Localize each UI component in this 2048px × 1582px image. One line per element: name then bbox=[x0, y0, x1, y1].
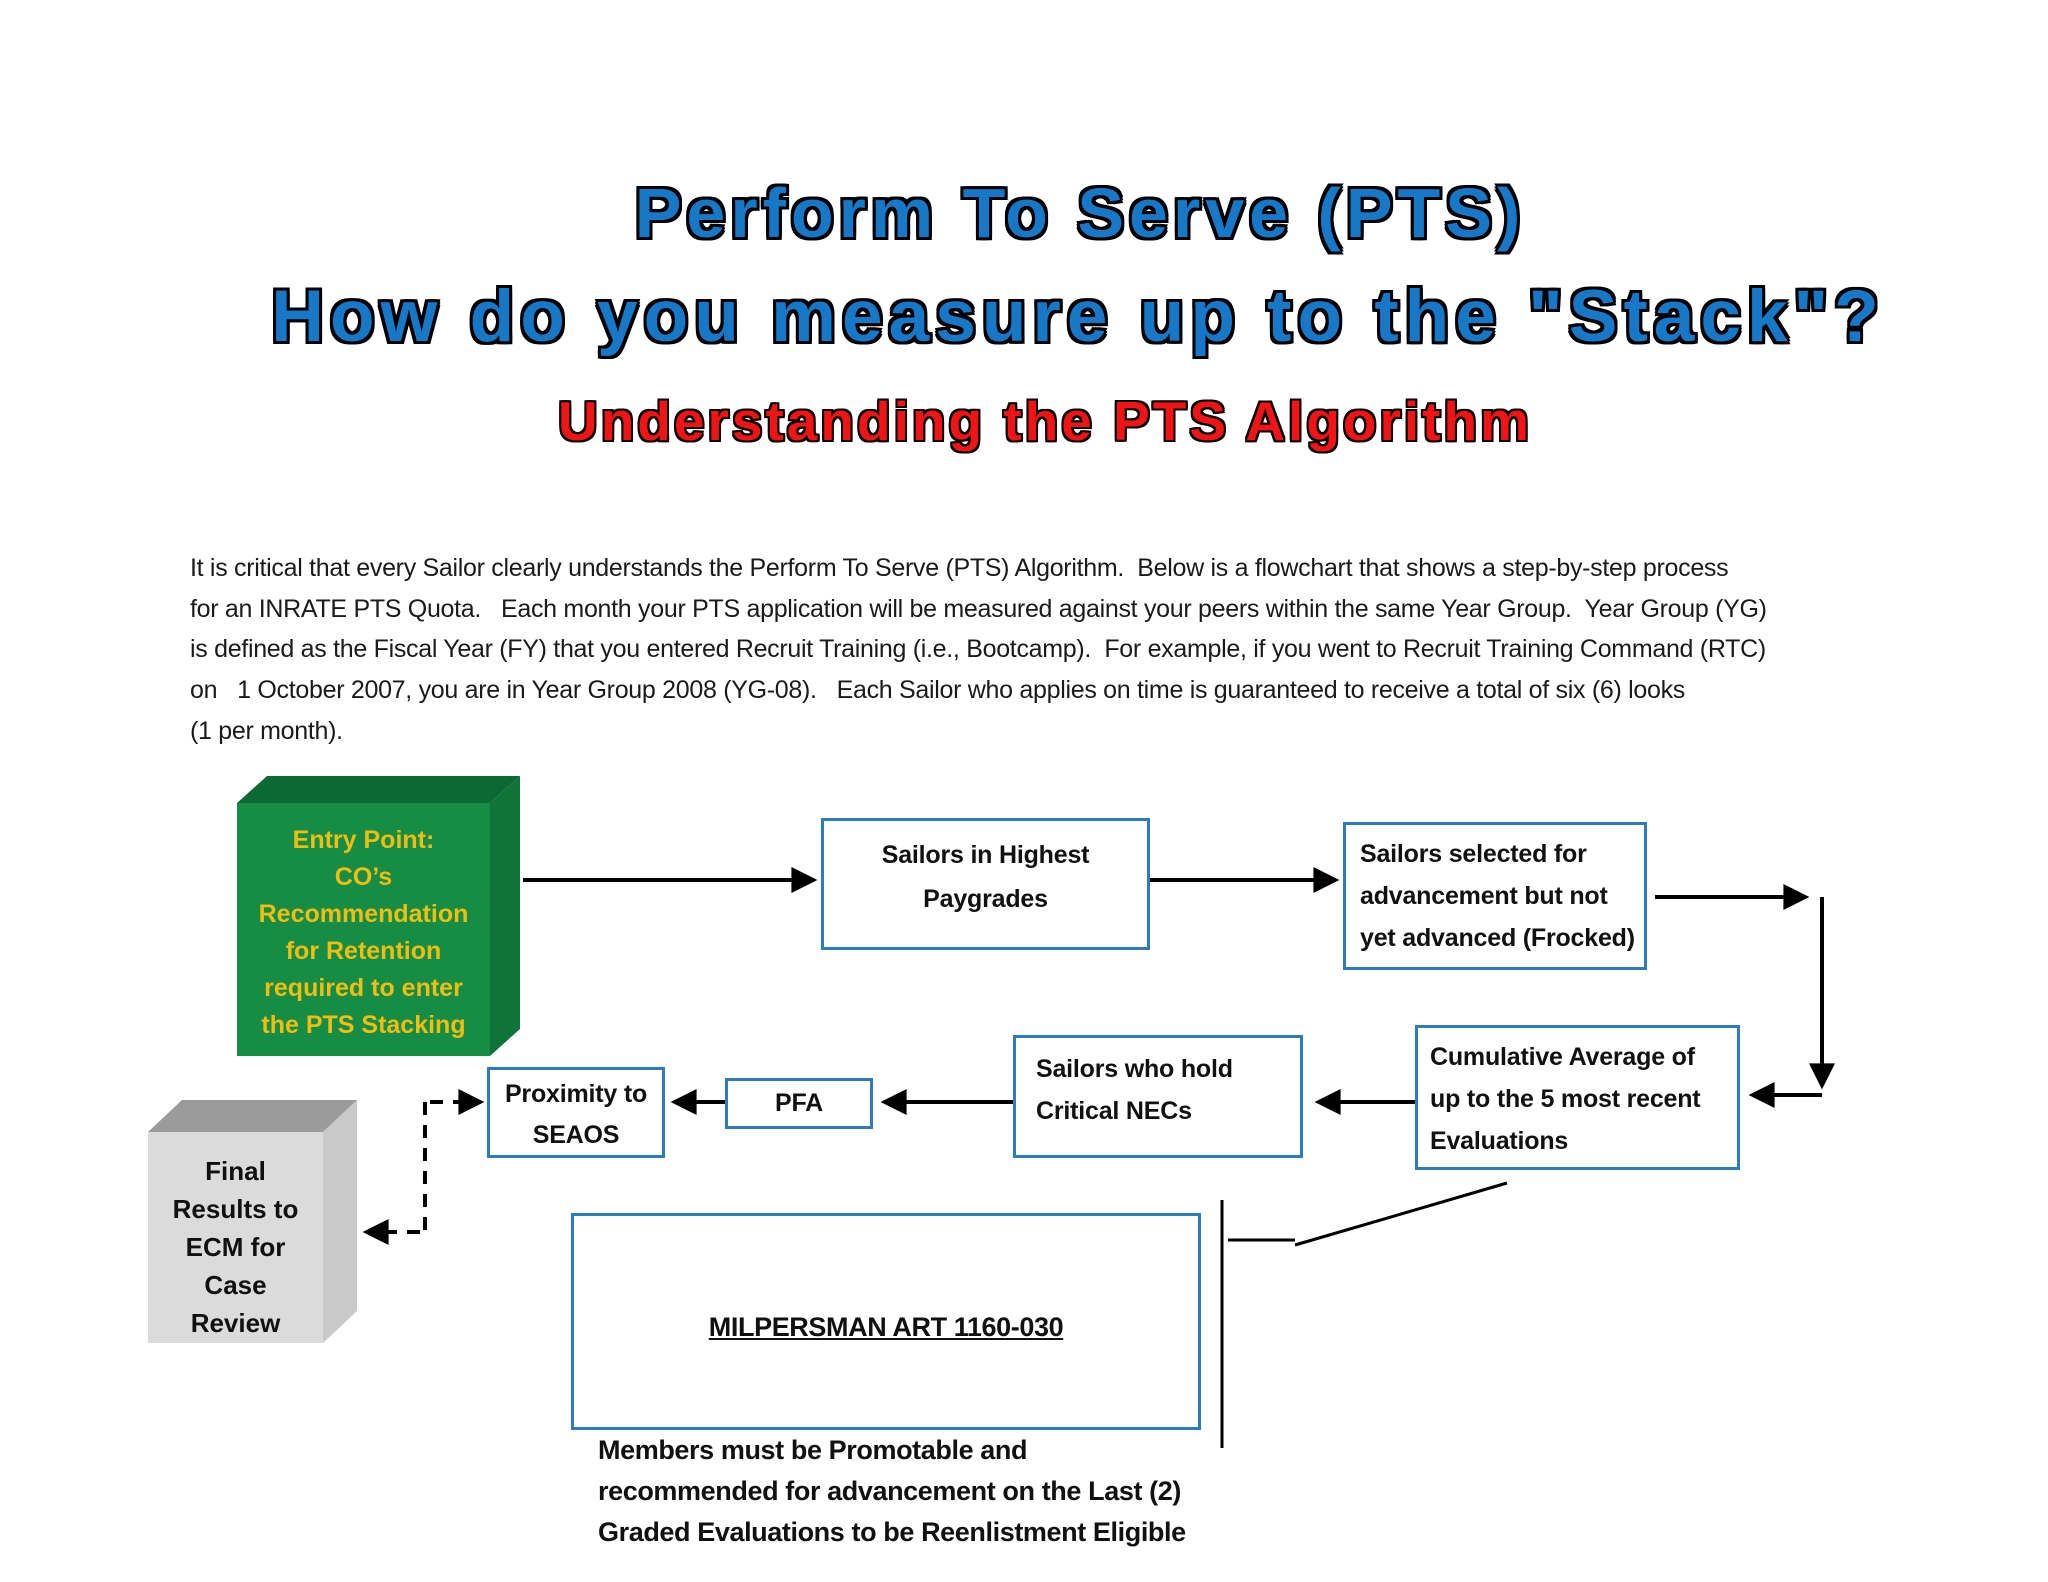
final-box-top-face bbox=[148, 1100, 357, 1132]
milpersman-body: Members must be Promotable and recommend… bbox=[598, 1435, 1186, 1547]
proximity-seaos-box: Proximity to SEAOS bbox=[487, 1067, 665, 1158]
pfa-box: PFA bbox=[725, 1078, 873, 1129]
entry-box-right-face bbox=[490, 776, 520, 1056]
cumulative-average-box: Cumulative Average of up to the 5 most r… bbox=[1415, 1025, 1740, 1170]
highest-paygrades-box: Sailors in Highest Paygrades bbox=[821, 818, 1150, 950]
final-results-box-label: Final Results to ECM for Case Review bbox=[172, 1156, 299, 1338]
final-box-right-face bbox=[323, 1100, 357, 1343]
final-box-front-face bbox=[148, 1132, 323, 1343]
page-title: Perform To Serve (PTS) bbox=[634, 174, 1526, 252]
page-title-line2: How do you measure up to the "Stack"? bbox=[271, 276, 1885, 357]
entry-box-front-face bbox=[237, 803, 490, 1056]
milpersman-note-box: MILPERSMAN ART 1160-030 Members must be … bbox=[571, 1213, 1201, 1547]
critical-necs-box: Sailors who hold Critical NECs bbox=[1013, 1035, 1303, 1158]
entry-point-box-label: Entry Point: CO’s Recommendation for Ret… bbox=[258, 826, 469, 1039]
milpersman-title: MILPERSMAN ART 1160-030 bbox=[708, 1312, 1064, 1342]
frocked-box: Sailors selected for advancement but not… bbox=[1343, 822, 1647, 970]
page-subtitle: Understanding the PTS Algorithm bbox=[557, 390, 1533, 452]
callout-diagonal-line bbox=[1294, 1181, 1508, 1247]
final-results-3d-box bbox=[148, 1100, 357, 1343]
entry-box-top-face bbox=[237, 776, 520, 803]
intro-paragraph: It is critical that every Sailor clearly… bbox=[190, 554, 1767, 745]
entry-point-3d-box bbox=[237, 776, 520, 1056]
